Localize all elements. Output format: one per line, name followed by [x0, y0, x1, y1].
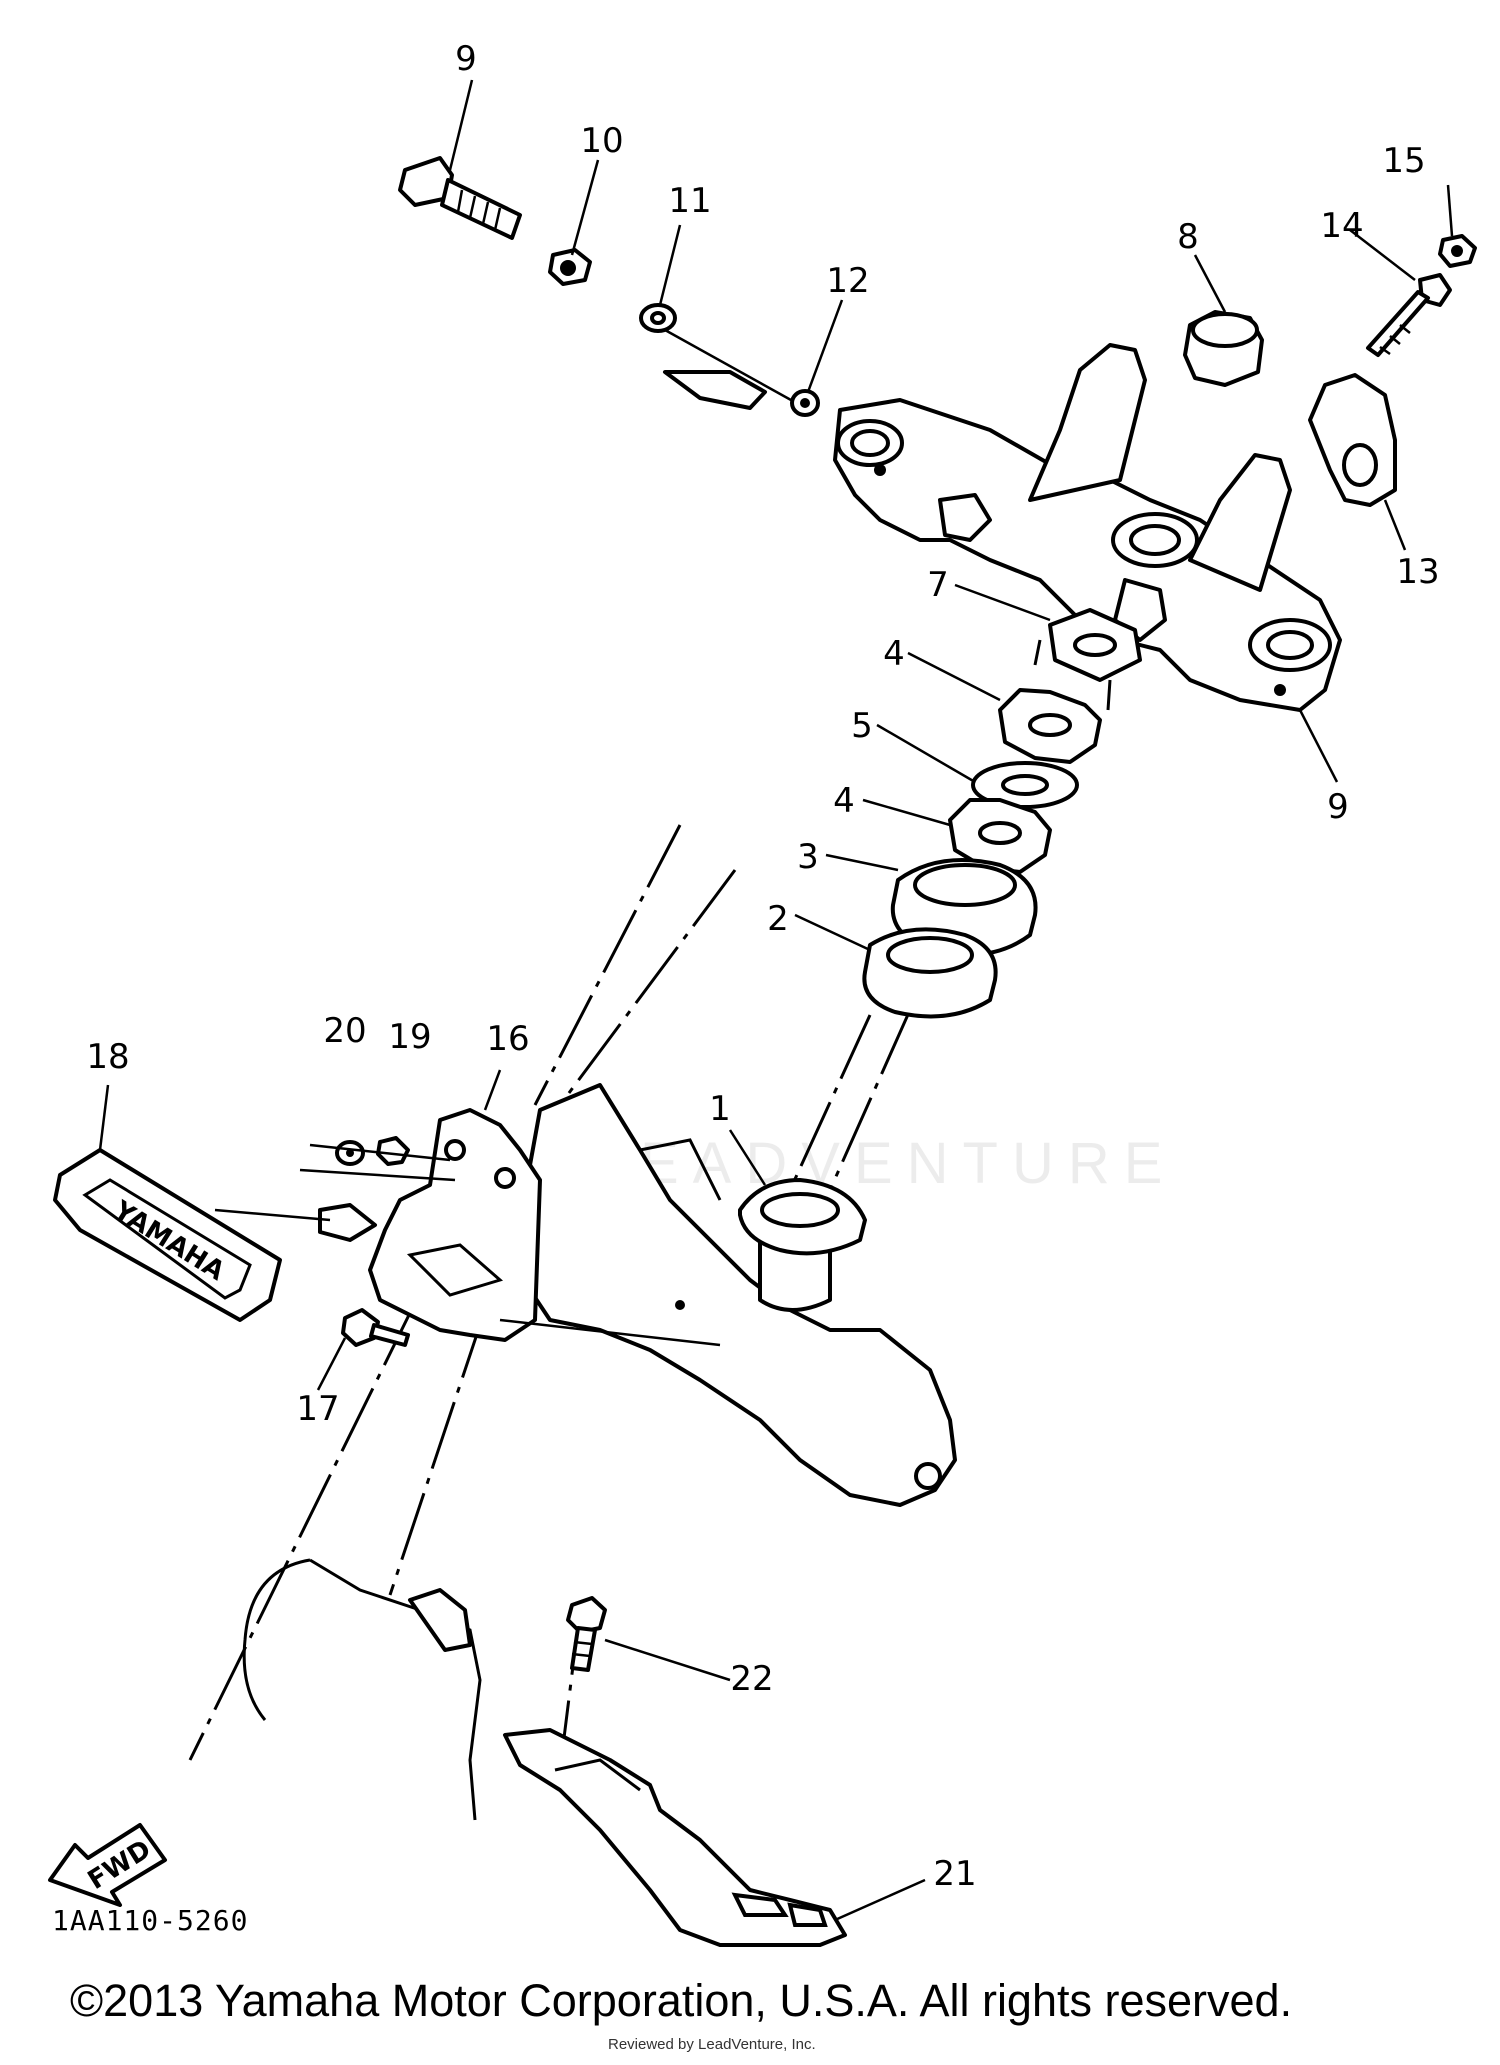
callout-label: 8: [1177, 217, 1199, 257]
callout-labels: 9 10 11 12 8 13 14 15 9 7 4 5 4 3 2 1 16…: [86, 39, 1439, 1894]
callout-label: 4: [833, 781, 855, 821]
nut-icon: [1438, 234, 1477, 268]
callout-label: 17: [296, 1389, 339, 1429]
steering-cap-nut-icon: [1183, 310, 1264, 387]
callout-label: 14: [1320, 206, 1363, 246]
emblem-icon: YAMAHA: [53, 1148, 282, 1322]
lower-bracket-icon: [518, 1083, 957, 1507]
callout-label: 10: [580, 121, 623, 161]
callout-label: 4: [883, 634, 905, 674]
diagram-code: 1AA110-5260: [52, 1904, 249, 1937]
callout-label: 16: [486, 1019, 529, 1059]
grommet-icon: [335, 1140, 365, 1166]
forward-arrow-icon: FWD: [48, 1823, 167, 1907]
callout-label: 12: [826, 261, 869, 301]
nut-icon: [376, 1136, 410, 1166]
washer-icon: [639, 303, 801, 410]
watermark: EADVENTURE: [640, 1131, 1177, 1196]
nut-icon: [548, 248, 592, 286]
bearing-icon: [862, 927, 998, 1019]
screw-icon: [341, 1308, 410, 1347]
bolt-icon: [1366, 273, 1452, 357]
pinch-bolt-icon: [398, 156, 522, 240]
callout-label: 15: [1382, 141, 1425, 181]
fork-tube-icon: [242, 1558, 482, 1821]
credit-text: Reviewed by LeadVenture, Inc.: [608, 2036, 816, 2053]
callout-label: 9: [455, 39, 477, 79]
stem-axis-line: [788, 1014, 872, 1191]
nut-icon: [790, 389, 820, 417]
ring-nut-icon: [948, 798, 1052, 874]
callout-label: 22: [730, 1659, 773, 1699]
callout-label: 3: [797, 837, 819, 877]
emblem-bracket-icon: [318, 1108, 542, 1342]
callout-label: 5: [851, 706, 873, 746]
callout-label: 9: [1327, 787, 1349, 827]
callout-label: 13: [1396, 552, 1439, 592]
copyright-notice: ©2013 Yamaha Motor Corporation, U.S.A. A…: [70, 1975, 1293, 2026]
washer-icon: [971, 761, 1079, 809]
lock-washer-icon: [1033, 608, 1142, 711]
callout-label: 19: [388, 1017, 431, 1057]
stem-axis-line: [828, 1009, 912, 1191]
callout-label: 1: [709, 1089, 731, 1129]
callout-label: 18: [86, 1037, 129, 1077]
guide-icon: [503, 1728, 847, 1947]
handlebar-holder-icon: [1308, 373, 1397, 507]
callout-label: 2: [767, 899, 789, 939]
fork-axis-line: [533, 824, 682, 1106]
fork-axis-line: [558, 869, 737, 1106]
callout-label: 20: [323, 1011, 366, 1051]
bolt-icon: [566, 1596, 607, 1672]
assembly-leader-lines: [214, 1143, 721, 1347]
ring-nut-icon: [998, 688, 1102, 764]
callout-label: 7: [927, 565, 949, 605]
callout-label: 21: [933, 1854, 976, 1894]
callout-leader-lines: [98, 79, 1454, 1922]
callout-label: 11: [668, 181, 711, 221]
